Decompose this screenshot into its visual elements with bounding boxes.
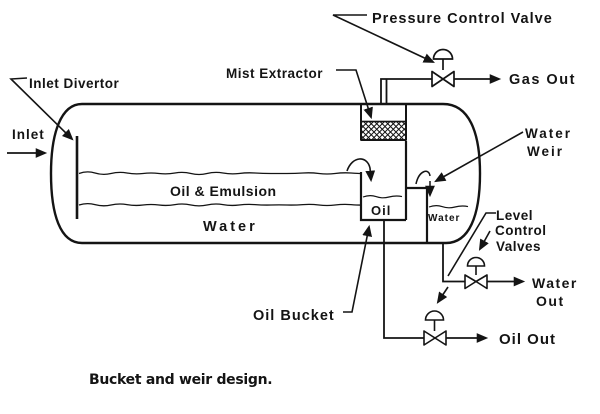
label-level-control-line3: Valves bbox=[496, 239, 541, 254]
water-level-control-valve-icon bbox=[464, 256, 488, 290]
label-water-chamber: Water bbox=[428, 213, 460, 224]
valve-body bbox=[423, 330, 447, 346]
water-chamber-surface-line bbox=[428, 205, 469, 209]
oil-water-interface-line bbox=[78, 202, 362, 207]
oil-surface-line bbox=[78, 171, 362, 176]
pressure-control-valve-icon bbox=[431, 48, 455, 88]
label-inlet: Inlet bbox=[12, 127, 45, 142]
mist-extractor-mesh bbox=[360, 120, 407, 141]
bucket-oil-surface-line bbox=[362, 195, 403, 199]
label-level-control-line2: Control bbox=[495, 223, 547, 238]
leader-oil-bucket bbox=[343, 224, 372, 313]
label-inlet-divertor: Inlet Divertor bbox=[29, 76, 120, 91]
oil-level-control-valve-icon bbox=[423, 310, 447, 346]
valve-body bbox=[431, 70, 455, 88]
label-water-weir-line2: Weir bbox=[527, 144, 564, 159]
label-water-out-line1: Water bbox=[532, 275, 578, 291]
flow-arrow-oil-over-weir bbox=[346, 158, 376, 183]
leader-level-control-valves bbox=[447, 212, 496, 277]
leader-level-valve-oil-arrow bbox=[436, 286, 449, 304]
oil-bucket-walls bbox=[359, 141, 408, 222]
leader-mist-extractor bbox=[336, 69, 373, 120]
label-mist-extractor: Mist Extractor bbox=[226, 66, 323, 81]
label-oil-emulsion-layer: Oil & Emulsion bbox=[170, 183, 277, 199]
label-water-layer: Water bbox=[203, 219, 258, 235]
valve-actuator-dome bbox=[432, 48, 454, 60]
valve-actuator-dome bbox=[424, 310, 445, 321]
leader-lines bbox=[7, 14, 524, 313]
leader-level-valve-water-arrow bbox=[478, 230, 491, 251]
label-oil-out: Oil Out bbox=[499, 331, 556, 348]
valve-body bbox=[464, 274, 488, 290]
vessel-internals bbox=[75, 104, 469, 242]
label-oil-bucket: Oil Bucket bbox=[253, 308, 335, 324]
label-gas-out: Gas Out bbox=[509, 72, 576, 88]
mist-extractor-box bbox=[360, 104, 407, 141]
vessel-shell bbox=[49, 102, 482, 245]
label-pressure-control-valve: Pressure Control Valve bbox=[372, 11, 553, 27]
label-level-control-line1: Level bbox=[496, 208, 533, 223]
label-water-weir-line1: Water bbox=[525, 126, 572, 141]
oil-out-pipe bbox=[383, 220, 489, 343]
leader-inlet-divertor bbox=[9, 77, 74, 141]
label-oil-in-bucket: Oil bbox=[371, 203, 391, 218]
flow-arrow-water-over-weir-curl bbox=[415, 170, 431, 185]
water-out-pipe bbox=[442, 243, 526, 287]
valve-actuator-dome bbox=[466, 256, 486, 267]
figure-caption: Bucket and weir design. bbox=[89, 372, 272, 388]
leader-pressure-control-valve bbox=[332, 14, 435, 63]
leader-water-weir bbox=[434, 131, 524, 183]
label-water-out-line2: Out bbox=[536, 293, 565, 309]
gas-out-pipe bbox=[380, 74, 502, 104]
